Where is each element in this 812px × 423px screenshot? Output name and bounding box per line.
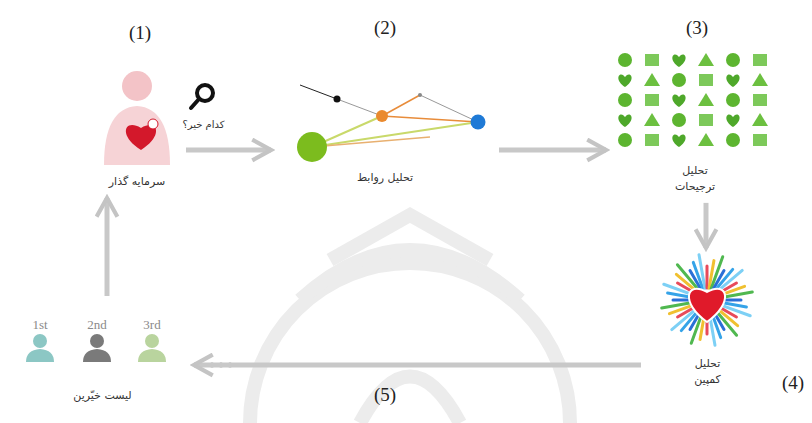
preference-glyph bbox=[618, 53, 632, 67]
rank-label: 3rd bbox=[143, 317, 160, 333]
preference-glyph bbox=[644, 113, 660, 126]
watermark-arc bbox=[330, 215, 490, 260]
callout-number: (5) bbox=[374, 384, 396, 406]
callout-number: (1) bbox=[129, 22, 151, 44]
graph-dot bbox=[334, 96, 341, 103]
preference-glyph bbox=[752, 73, 768, 86]
investor-icon bbox=[104, 71, 170, 165]
person-head bbox=[90, 334, 104, 348]
stage-label: تحلیل کمپین bbox=[683, 356, 733, 388]
rank-label: 1st bbox=[32, 317, 47, 333]
flow-arrow bbox=[105, 198, 110, 296]
preference-glyph bbox=[618, 133, 632, 147]
stage-label: لیست خیّرین bbox=[38, 388, 168, 404]
preference-glyph bbox=[672, 134, 685, 147]
watermark-arc bbox=[250, 263, 570, 423]
preference-glyph bbox=[752, 113, 768, 126]
preference-glyph bbox=[698, 133, 714, 146]
preference-glyph bbox=[726, 53, 740, 67]
preference-glyph bbox=[726, 133, 740, 147]
preference-glyph bbox=[644, 73, 660, 86]
burst-ray bbox=[699, 255, 705, 288]
preference-glyph bbox=[726, 74, 739, 87]
network-icon bbox=[297, 85, 486, 162]
heart-symbol bbox=[689, 289, 725, 322]
preference-glyph bbox=[618, 114, 631, 127]
person-body bbox=[138, 349, 166, 362]
callout-number: (3) bbox=[686, 17, 708, 39]
watermark bbox=[250, 215, 570, 423]
flow-arrow bbox=[704, 203, 709, 248]
preference-glyph bbox=[645, 134, 659, 146]
preference-glyph bbox=[672, 54, 685, 67]
graph-link bbox=[300, 85, 337, 99]
stage-node: تحلیل ترجیحات bbox=[610, 45, 780, 199]
graph-dot bbox=[418, 93, 422, 97]
graph-link bbox=[382, 116, 478, 122]
rank-label: 2nd bbox=[87, 317, 107, 333]
preference-glyph bbox=[618, 93, 632, 107]
callout-number: (2) bbox=[374, 17, 396, 39]
graph-dot bbox=[376, 110, 388, 122]
preference-grid-icon bbox=[618, 53, 768, 147]
preference-glyph bbox=[618, 74, 631, 87]
stage-label: تحلیل ترجیحات bbox=[665, 163, 725, 195]
magnifier-handle bbox=[191, 99, 199, 108]
stage-node: سرمایه گذار bbox=[92, 62, 182, 194]
graph-link bbox=[337, 99, 382, 116]
stage-node: تحلیل روابط bbox=[275, 50, 495, 190]
graph-link bbox=[312, 122, 478, 147]
preference-glyph bbox=[698, 53, 714, 66]
stage-label: سرمایه گذار bbox=[92, 174, 182, 190]
preference-glyph bbox=[645, 94, 659, 106]
preference-glyph bbox=[753, 134, 767, 146]
person-head bbox=[145, 334, 159, 348]
preference-glyph bbox=[726, 114, 739, 127]
preference-glyph bbox=[699, 74, 713, 86]
edge-label: کدام خیر؟ bbox=[180, 119, 226, 130]
donor-list-icon bbox=[26, 334, 166, 362]
person-head bbox=[33, 334, 47, 348]
graph-dot bbox=[471, 115, 486, 130]
graph-link bbox=[312, 137, 430, 147]
graph-dot bbox=[297, 132, 327, 162]
preference-glyph bbox=[672, 73, 686, 87]
investor-head bbox=[122, 71, 152, 101]
campaign-icon bbox=[662, 255, 753, 346]
preference-glyph bbox=[698, 93, 714, 106]
magnifier-icon bbox=[191, 85, 213, 108]
preference-glyph bbox=[645, 54, 659, 66]
preference-glyph bbox=[753, 94, 767, 106]
preference-glyph bbox=[672, 94, 685, 107]
coin-badge bbox=[148, 119, 158, 129]
watermark-arc bbox=[360, 377, 460, 423]
burst-ray bbox=[706, 266, 709, 288]
stage-node: لیست خیّرین bbox=[15, 300, 190, 408]
callout-number: (4) bbox=[782, 372, 804, 394]
person-body bbox=[83, 349, 111, 362]
preference-glyph bbox=[726, 93, 740, 107]
preference-glyph bbox=[672, 113, 686, 127]
flow-arrow bbox=[194, 363, 641, 368]
investor-body bbox=[104, 106, 170, 165]
flow-arrow bbox=[186, 148, 271, 153]
preference-glyph bbox=[699, 114, 713, 126]
stage-label: تحلیل روابط bbox=[320, 170, 450, 186]
graph-link bbox=[382, 95, 420, 116]
preference-glyph bbox=[753, 54, 767, 66]
flow-arrow bbox=[499, 148, 606, 153]
graph-link bbox=[420, 95, 478, 122]
stage-node: تحلیل کمپین bbox=[645, 252, 770, 392]
person-body bbox=[26, 349, 54, 362]
